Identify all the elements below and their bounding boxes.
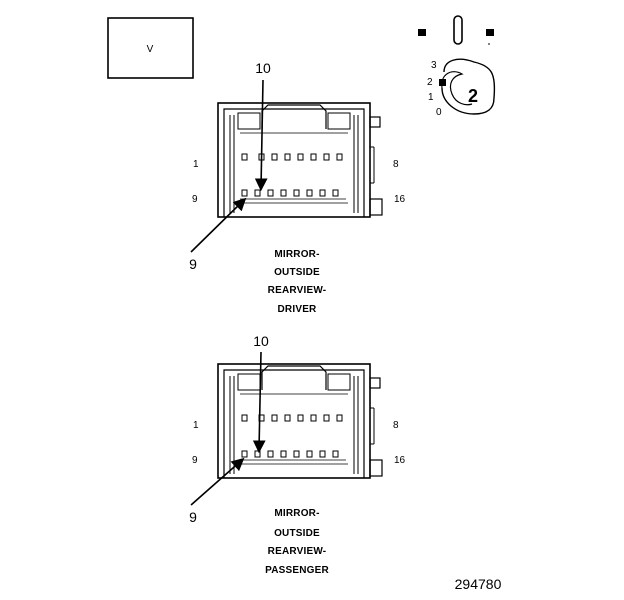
- pin-label-8: 8: [393, 420, 399, 431]
- view-label: V: [147, 44, 154, 55]
- pin-label-1: 1: [193, 420, 199, 431]
- key-number: 2: [468, 86, 478, 106]
- key-position-3: 3: [431, 60, 437, 71]
- callout-arrow-10: [252, 351, 266, 454]
- pin-label-9: 9: [192, 194, 198, 205]
- key-position-1: 1: [428, 92, 434, 103]
- caption-line-3: REARVIEW-: [268, 285, 327, 296]
- callout-arrow-10: [254, 79, 268, 192]
- callout-pin-10: 10: [253, 333, 269, 349]
- figure-number: 294780: [455, 576, 502, 592]
- pin-label-1: 1: [193, 159, 199, 170]
- callout-arrow-9: [190, 457, 245, 506]
- pin-label-9: 9: [192, 455, 198, 466]
- connector-driver: 1 8 9 16 10 9 MIRROR- OUTSIDE REARVIEW- …: [189, 60, 405, 315]
- caption-line-4: PASSENGER: [265, 565, 329, 576]
- key-position-2: 2: [427, 77, 433, 88]
- key-icon: 3 2 1 0 2: [418, 15, 496, 118]
- caption-line-1: MIRROR-: [274, 249, 319, 260]
- pin-label-16: 16: [394, 455, 406, 466]
- pin-label-8: 8: [393, 159, 399, 170]
- caption-line-2: OUTSIDE: [274, 528, 320, 539]
- callout-pin-9: 9: [189, 256, 197, 272]
- pin-label-16: 16: [394, 194, 406, 205]
- callout-pin-10: 10: [255, 60, 271, 76]
- caption-line-3: REARVIEW-: [268, 546, 327, 557]
- callout-pin-9: 9: [189, 509, 197, 525]
- callout-arrow-9: [190, 197, 247, 253]
- caption-line-4: DRIVER: [278, 304, 318, 315]
- view-indicator: V: [107, 17, 194, 79]
- key-position-0: 0: [436, 107, 442, 118]
- caption-line-2: OUTSIDE: [274, 267, 320, 278]
- connector-passenger: 1 8 9 16 10 9 MIRROR- OUTSIDE REARVIEW- …: [189, 333, 405, 576]
- caption-line-1: MIRROR-: [274, 508, 319, 519]
